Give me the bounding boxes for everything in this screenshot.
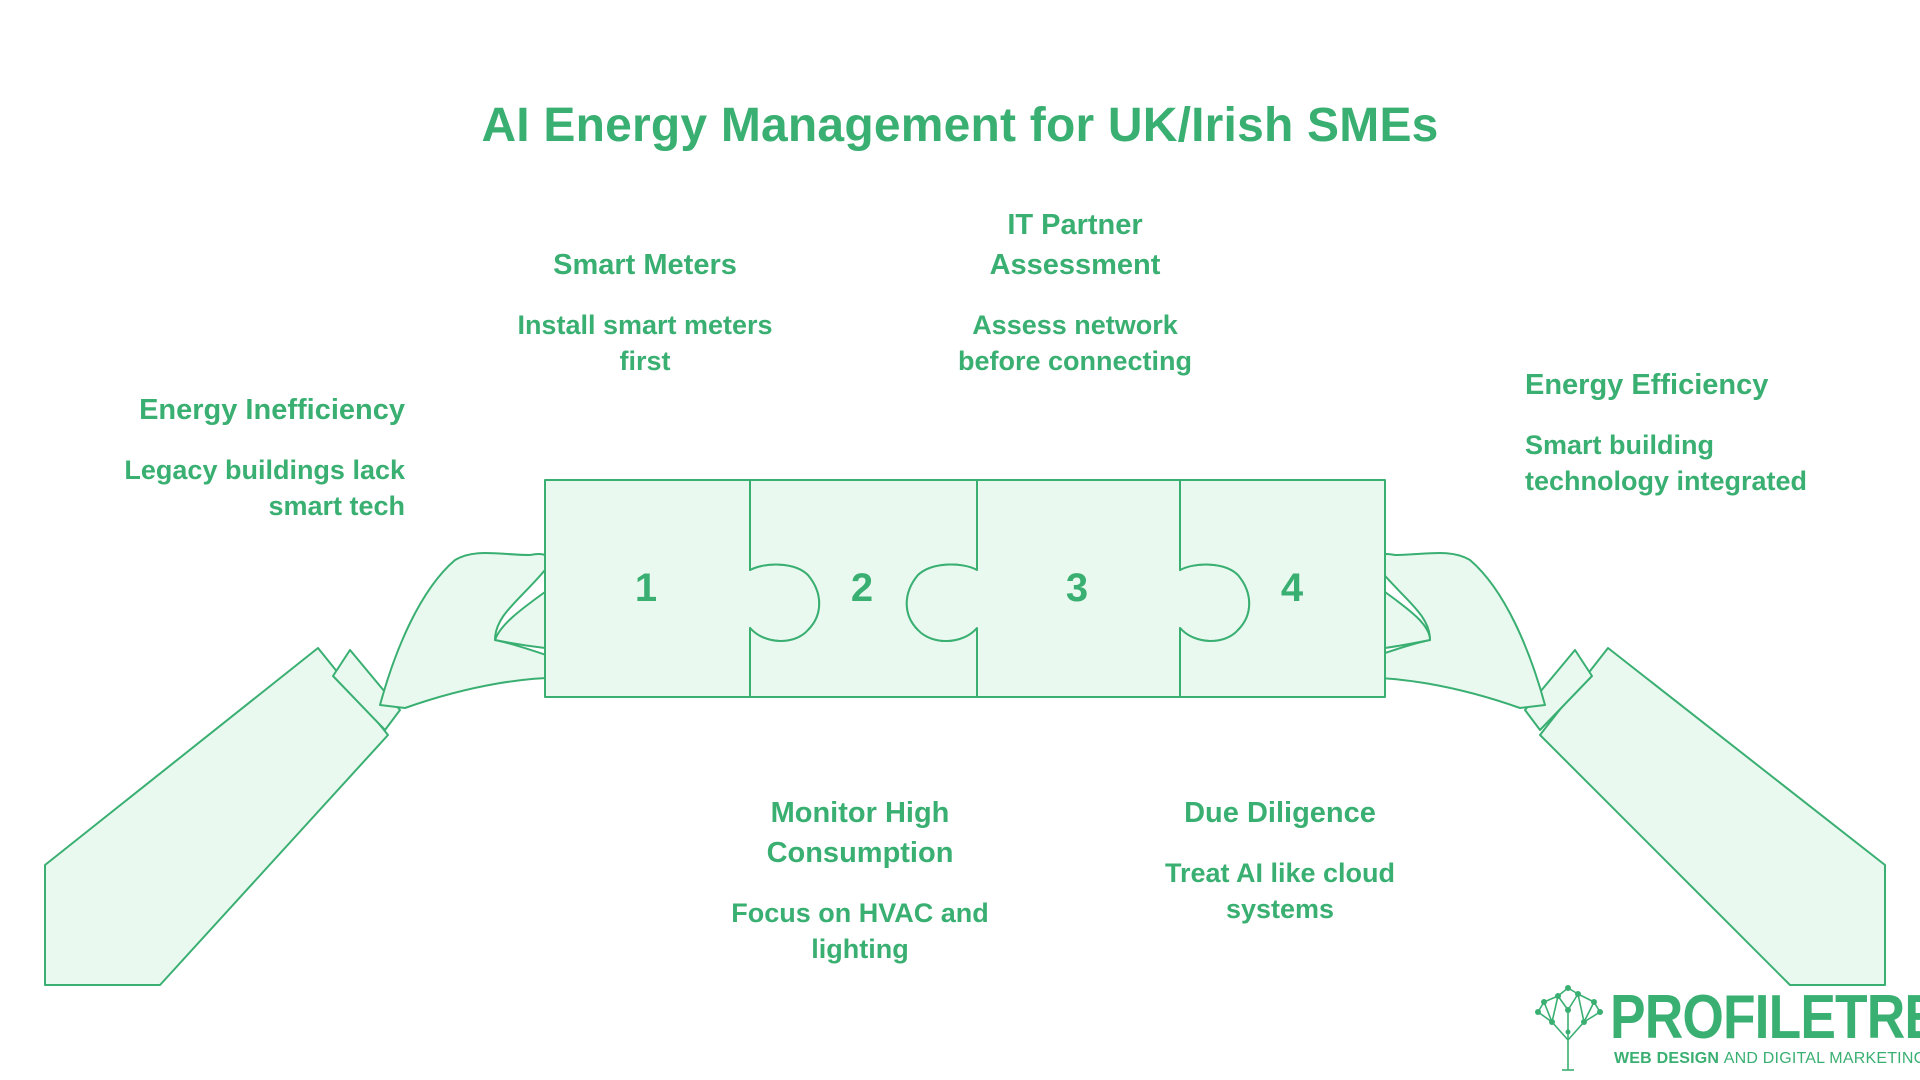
logo-word-tree: TREE [1835,983,1920,1052]
left-cuff [332,649,401,731]
page-title: AI Energy Management for UK/Irish SMEs [481,99,1439,152]
piece-number-4: 4 [1280,566,1304,610]
block-description: Assess network before connecting [957,310,1193,376]
block-it-partner-assessment: IT Partner Assessment Assess network bef… [930,205,1220,379]
block-heading: Monitor High Consumption [766,797,954,869]
logo-tagline: WEB DESIGN AND DIGITAL MARKETING [1614,1050,1920,1068]
logo-tagline-a: WEB DESIGN [1614,1050,1720,1067]
block-description: Smart building technology integrated [1525,430,1808,496]
block-heading: IT Partner Assessment [989,209,1161,281]
profiletree-logo: PROFILETREE WEB DESIGN AND DIGITAL MARKE… [1528,982,1920,1072]
piece-number-3: 3 [1065,566,1089,610]
block-due-diligence: Due Diligence Treat AI like cloud system… [1130,793,1430,927]
right-sleeve [1539,647,1886,986]
block-monitor-high-consumption: Monitor High Consumption Focus on HVAC a… [700,793,1020,967]
block-description: Focus on HVAC and lighting [731,898,989,964]
block-energy-efficiency: Energy Efficiency Smart building technol… [1525,365,1855,499]
left-sleeve [44,647,389,986]
right-thumb [1384,591,1431,649]
logo-wordmark: PROFILETREE [1610,982,1920,1053]
block-smart-meters: Smart Meters Install smart meters first [500,245,790,379]
block-heading: Energy Efficiency [1525,369,1769,401]
right-cuff [1524,649,1593,731]
tree-network-icon [1535,985,1603,1071]
piece-number-1: 1 [634,566,658,610]
piece-number-2: 2 [850,566,874,610]
block-energy-inefficiency: Energy Inefficiency Legacy buildings lac… [80,390,405,524]
block-description: Legacy buildings lack smart tech [124,455,405,521]
block-description: Treat AI like cloud systems [1164,858,1396,924]
left-thumb [494,591,546,649]
logo-tagline-b: AND DIGITAL MARKETING [1723,1050,1920,1067]
block-description: Install smart meters first [517,310,773,376]
block-heading: Energy Inefficiency [139,394,405,426]
logo-word-profile: PROFILE [1610,983,1836,1052]
puzzle-piece-4 [1179,479,1386,698]
block-heading: Due Diligence [1184,797,1376,829]
block-heading: Smart Meters [553,249,737,281]
